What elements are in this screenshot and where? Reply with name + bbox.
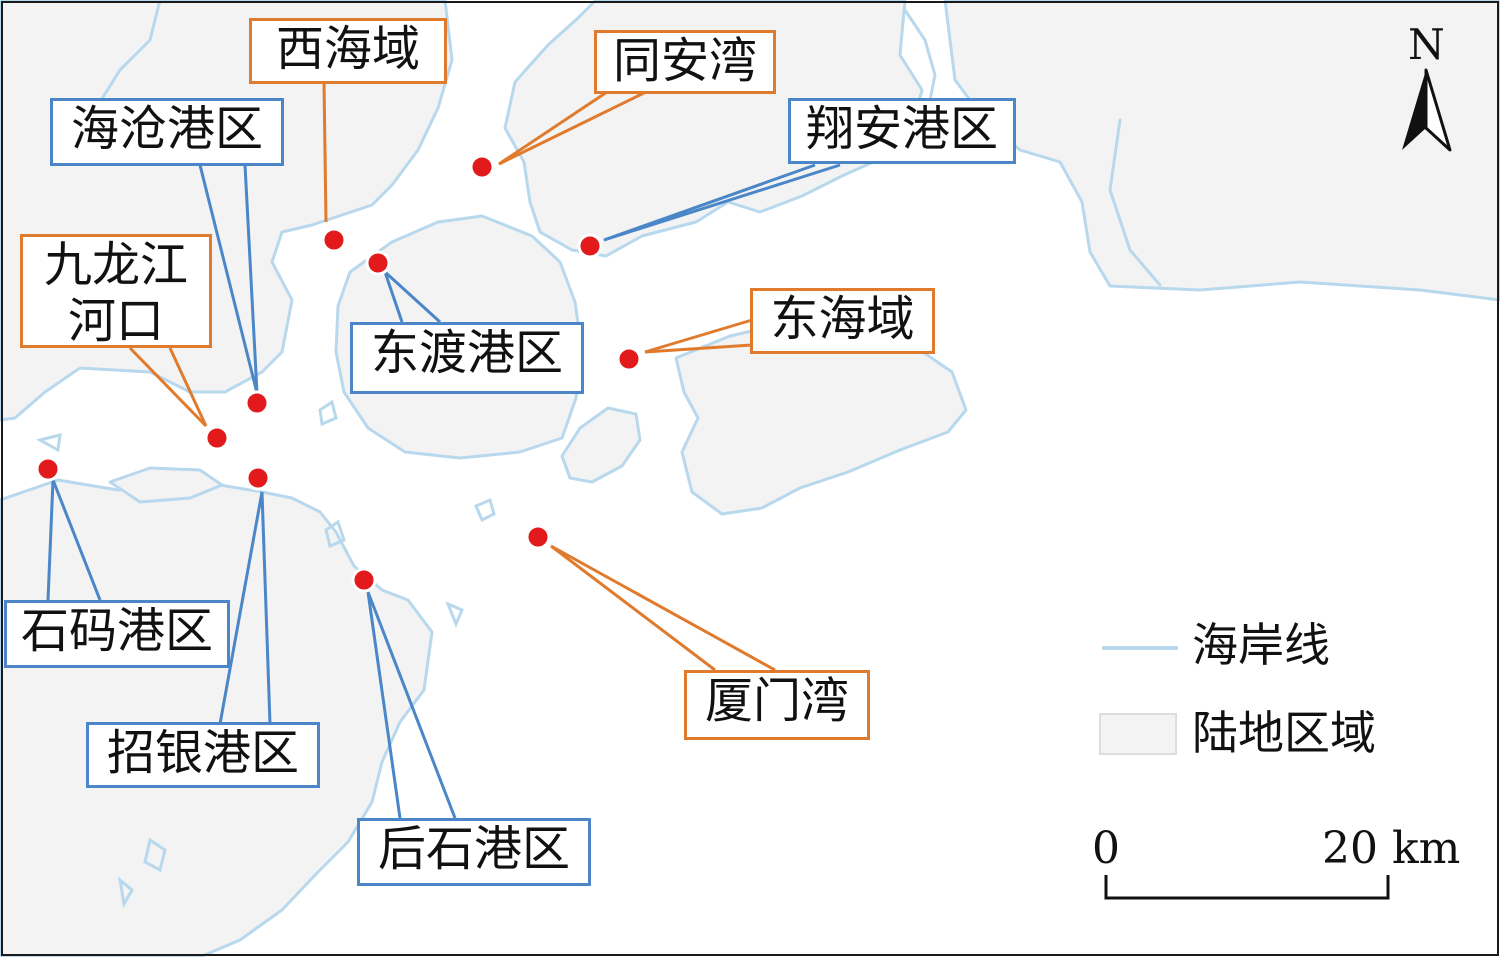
marker-haicang xyxy=(244,390,270,416)
marker-xihaiyu xyxy=(321,227,347,253)
marker-donghaiyu xyxy=(616,346,642,372)
legend-land-swatch xyxy=(1099,713,1177,755)
marker-tonganwan xyxy=(469,154,495,180)
marker-zhaoyin xyxy=(245,465,271,491)
land-islet-east xyxy=(560,406,642,484)
label-xiangan-port: 翔安港区 xyxy=(788,98,1016,164)
legend-coastline-label: 海岸线 xyxy=(1192,618,1330,672)
label-jiulongjiang-estuary: 九龙江 河口 xyxy=(20,234,212,349)
scale-end-label: 20 km xyxy=(1322,823,1461,874)
label-haicang-port: 海沧港区 xyxy=(50,98,284,166)
marker-dongdu xyxy=(365,250,391,276)
label-xihaiyu: 西海域 xyxy=(249,18,447,84)
label-tonganwan: 同安湾 xyxy=(594,30,776,94)
label-zhaoyin-port: 招银港区 xyxy=(86,722,320,788)
marker-xiamenwan xyxy=(525,524,551,550)
leader-lines xyxy=(46,81,841,819)
north-arrow-icon xyxy=(1402,68,1452,152)
scale-bar xyxy=(1104,875,1390,900)
marker-jiulongjiang xyxy=(204,425,230,451)
label-houshi-port: 后石港区 xyxy=(357,818,591,886)
site-markers xyxy=(35,154,642,593)
label-xiamenwan: 厦门湾 xyxy=(684,670,870,740)
land-river-islet xyxy=(108,466,224,504)
scale-start-label: 0 xyxy=(1092,823,1120,874)
north-label: N xyxy=(1408,20,1445,69)
marker-xiangan xyxy=(577,233,603,259)
marker-houshi xyxy=(351,567,377,593)
legend-land-label: 陆地区域 xyxy=(1192,706,1376,760)
marker-shima xyxy=(35,456,61,482)
label-dongdu-port: 东渡港区 xyxy=(350,322,584,394)
label-donghaiyu: 东海域 xyxy=(750,288,935,354)
label-shima-port: 石码港区 xyxy=(4,600,230,668)
